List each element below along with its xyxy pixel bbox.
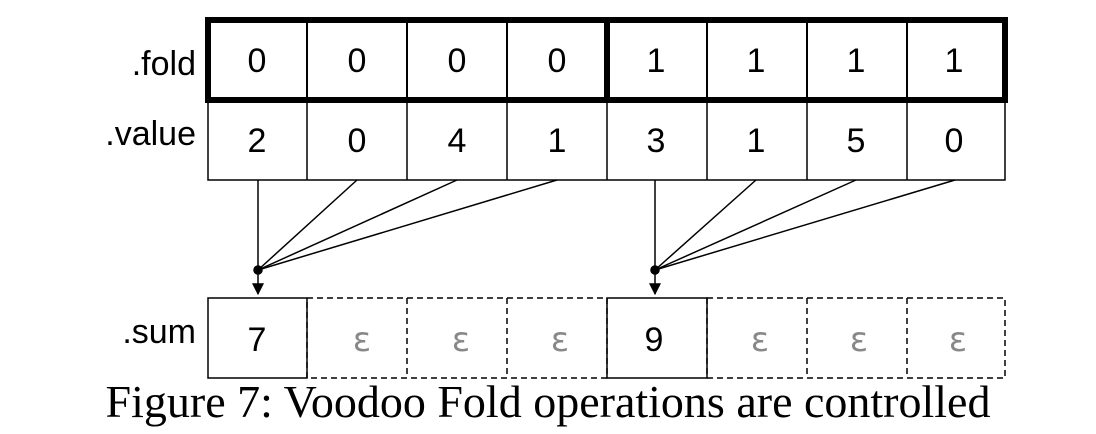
value-row: 2 0 4 1 3 1 5 0	[207, 99, 1006, 181]
fold-cell: 0	[348, 42, 367, 80]
fold-cell: 0	[548, 42, 567, 80]
value-cell: 0	[348, 122, 367, 160]
fold-cell: 0	[448, 42, 467, 80]
fold-cell: 1	[847, 42, 866, 80]
sum-epsilon-cell: ε	[850, 320, 868, 360]
value-cell: 5	[847, 122, 866, 160]
fold-cell: 1	[747, 42, 766, 80]
value-cell: 4	[448, 122, 467, 160]
fold-row-label: .fold	[132, 45, 196, 83]
sum-epsilon-cell: ε	[751, 320, 769, 360]
value-cell: 1	[548, 122, 567, 160]
sum-row-label: .sum	[122, 313, 196, 351]
sum-row: 7 ε ε ε 9 ε ε ε	[207, 297, 1006, 379]
value-row-label: .value	[105, 115, 196, 153]
sum-cell: 7	[248, 321, 267, 359]
fold-row: 0 0 0 0 1 1 1 1	[205, 17, 1008, 103]
voodoo-fold-diagram: .fold .value .sum 0 0 0 0 1 1 1 1 2 0 4 …	[105, 17, 1008, 379]
value-cell: 0	[945, 122, 964, 160]
fold-arrows-group-1	[649, 179, 956, 296]
sum-cell: 9	[645, 321, 664, 359]
fold-cell: 1	[945, 42, 964, 80]
fold-arrows-group-0	[252, 179, 558, 296]
value-cell: 3	[647, 122, 666, 160]
value-cell: 1	[747, 122, 766, 160]
value-cell: 2	[248, 122, 267, 160]
figure-caption: Figure 7: Voodoo Fold operations are con…	[105, 376, 991, 427]
sum-empty-box	[706, 297, 1006, 379]
sum-epsilon-cell: ε	[949, 320, 967, 360]
sum-epsilon-cell: ε	[551, 320, 569, 360]
fold-cell: 1	[647, 42, 666, 80]
fold-cell: 0	[248, 42, 267, 80]
sum-epsilon-cell: ε	[452, 320, 470, 360]
sum-epsilon-cell: ε	[353, 320, 371, 360]
